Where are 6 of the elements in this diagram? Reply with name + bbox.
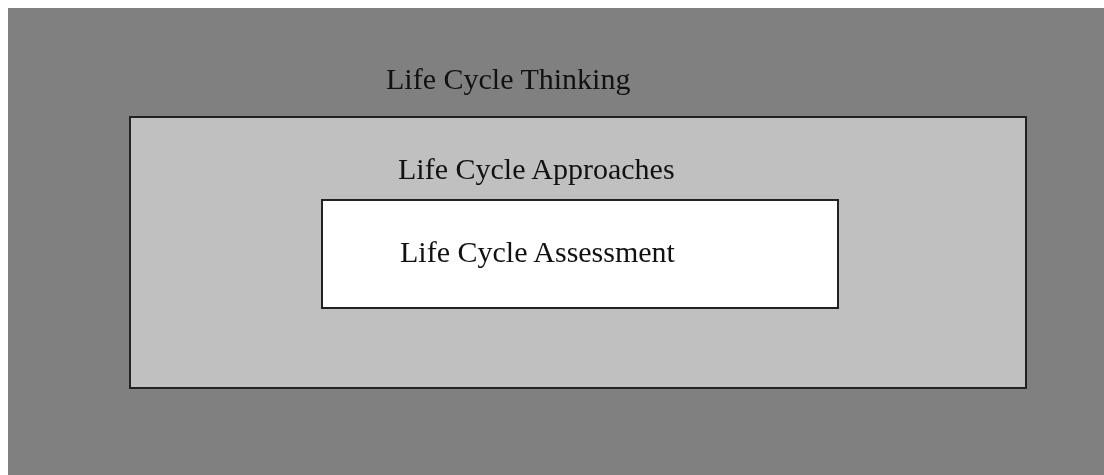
outer-panel [8, 8, 1104, 475]
box-title: Life Cycle Assessment [400, 237, 675, 267]
box-title: Life Cycle Approaches [398, 154, 675, 184]
middle-panel [129, 116, 1027, 389]
box-title: Life Cycle Thinking [386, 64, 631, 94]
inner-box [321, 199, 839, 309]
